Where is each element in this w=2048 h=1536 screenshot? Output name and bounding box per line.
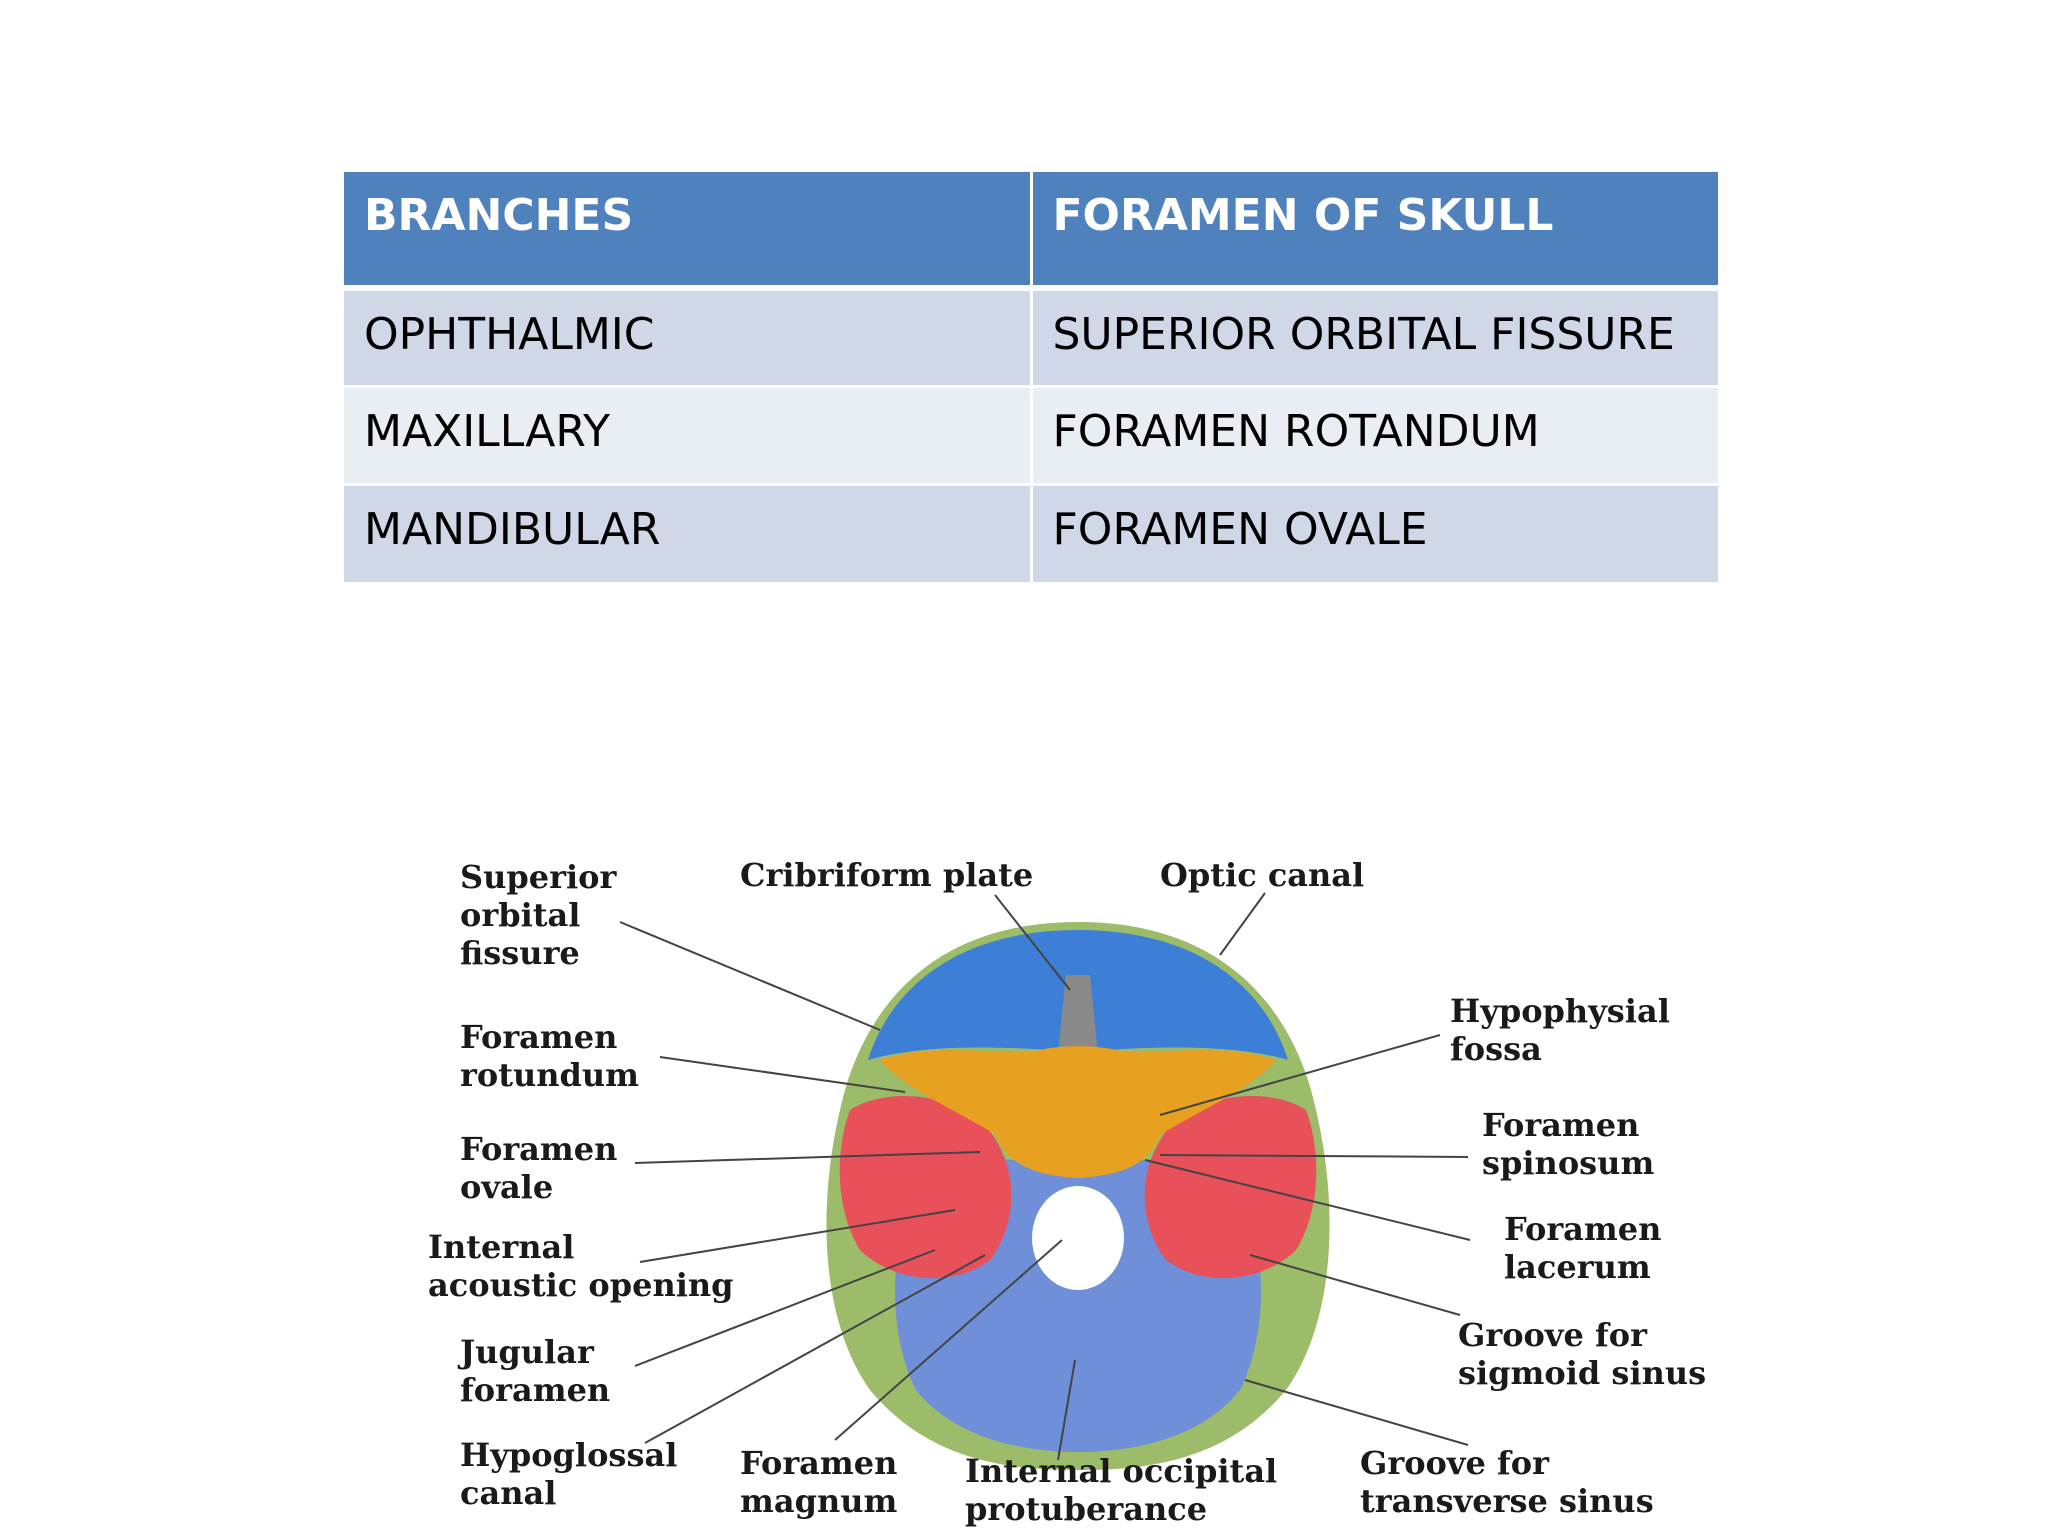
label-line: Hypoglossal bbox=[460, 1436, 677, 1474]
label-line: canal bbox=[460, 1474, 556, 1512]
label-line: acoustic opening bbox=[428, 1266, 734, 1304]
temporal-bone-left bbox=[839, 1096, 1012, 1279]
label-line: fissure bbox=[460, 934, 580, 972]
label-jugular-foramen: Jugular foramen bbox=[457, 1333, 610, 1409]
label-line: Foramen bbox=[460, 1130, 617, 1168]
foramen-magnum-hole bbox=[1032, 1186, 1124, 1290]
leader-optic-canal bbox=[1219, 892, 1266, 956]
label-foramen-magnum: Foramen magnum bbox=[740, 1444, 909, 1520]
label-line: lacerum bbox=[1504, 1248, 1651, 1286]
sphenoid-bone bbox=[880, 1046, 1276, 1178]
label-line: ovale bbox=[460, 1168, 553, 1206]
leader-internal-acoustic-opening bbox=[639, 1209, 956, 1263]
leader-foramen-ovale bbox=[634, 1151, 981, 1164]
label-internal-acoustic-opening: Internal acoustic opening bbox=[428, 1228, 734, 1304]
header-foramen-of-skull: FORAMEN OF SKULL bbox=[1031, 172, 1718, 291]
cell-foramen: FORAMEN ROTANDUM bbox=[1031, 386, 1718, 486]
label-foramen-spinosum: Foramen spinosum bbox=[1482, 1106, 1654, 1182]
leader-groove-transverse-sinus bbox=[1244, 1379, 1469, 1446]
label-superior-orbital-fissure: Superior orbital fissure bbox=[460, 858, 627, 972]
leader-cribriform-plate bbox=[994, 894, 1071, 991]
table-row: MAXILLARY FORAMEN ROTANDUM bbox=[344, 386, 1718, 486]
label-line: Cribriform plate bbox=[740, 856, 1033, 894]
leader-foramen-magnum bbox=[834, 1239, 1063, 1441]
table-row: MANDIBULAR FORAMEN OVALE bbox=[344, 484, 1718, 582]
label-line: fossa bbox=[1450, 1030, 1542, 1068]
label-line: Foramen bbox=[1482, 1106, 1639, 1144]
leader-foramen-lacerum bbox=[1144, 1159, 1471, 1241]
label-optic-canal: Optic canal bbox=[1160, 856, 1364, 894]
leader-superior-orbital-fissure bbox=[619, 921, 881, 1031]
skull-base-illustration bbox=[826, 922, 1330, 1470]
label-line: foramen bbox=[460, 1371, 610, 1409]
cell-branch: OPHTHALMIC bbox=[344, 288, 1033, 388]
label-foramen-lacerum: Foramen lacerum bbox=[1504, 1210, 1673, 1286]
leader-hypoglossal-canal bbox=[644, 1254, 986, 1444]
label-line: Foramen bbox=[460, 1018, 617, 1056]
leader-internal-occipital-protuberance bbox=[1057, 1359, 1076, 1461]
cell-branch: MAXILLARY bbox=[344, 386, 1033, 486]
label-line: magnum bbox=[740, 1482, 898, 1520]
leader-lines bbox=[619, 892, 1471, 1461]
table-header-row: BRANCHES FORAMEN OF SKULL bbox=[344, 172, 1718, 291]
leader-foramen-spinosum bbox=[1159, 1154, 1469, 1158]
label-foramen-ovale: Foramen ovale bbox=[460, 1130, 629, 1206]
label-line: Foramen bbox=[1504, 1210, 1661, 1248]
skull-outer-rim bbox=[826, 922, 1330, 1470]
label-line: orbital bbox=[460, 896, 580, 934]
cell-branch: MANDIBULAR bbox=[344, 484, 1033, 582]
label-line: Internal bbox=[428, 1228, 574, 1266]
label-line: Hypophysial bbox=[1450, 992, 1670, 1030]
label-line: sigmoid sinus bbox=[1458, 1354, 1706, 1392]
label-line: Superior bbox=[460, 858, 617, 896]
label-line: rotundum bbox=[460, 1056, 639, 1094]
label-line: Groove for bbox=[1360, 1444, 1550, 1482]
label-cribriform-plate: Cribriform plate bbox=[740, 856, 1033, 894]
label-groove-transverse-sinus: Groove for transverse sinus bbox=[1360, 1444, 1654, 1520]
label-line: Foramen bbox=[740, 1444, 897, 1482]
label-line: Jugular bbox=[457, 1333, 595, 1371]
cell-foramen: SUPERIOR ORBITAL FISSURE bbox=[1031, 288, 1718, 388]
label-foramen-rotundum: Foramen rotundum bbox=[460, 1018, 639, 1094]
branches-foramen-table: BRANCHES FORAMEN OF SKULL OPHTHALMIC SUP… bbox=[344, 172, 1718, 582]
leader-groove-sigmoid-sinus bbox=[1249, 1254, 1461, 1316]
label-line: transverse sinus bbox=[1360, 1482, 1654, 1520]
label-line: protuberance bbox=[965, 1490, 1207, 1528]
occipital-bone bbox=[895, 1157, 1261, 1452]
label-line: Internal occipital bbox=[965, 1452, 1277, 1490]
leader-foramen-rotundum bbox=[659, 1056, 906, 1093]
anterior-cranial-fossa bbox=[868, 930, 1288, 1060]
table-row: OPHTHALMIC SUPERIOR ORBITAL FISSURE bbox=[344, 288, 1718, 388]
diagram-labels: Superior orbital fissure Cribriform plat… bbox=[428, 856, 1706, 1528]
header-branches: BRANCHES bbox=[344, 172, 1033, 291]
temporal-bone-right bbox=[1144, 1096, 1317, 1279]
label-line: Optic canal bbox=[1160, 856, 1364, 894]
cell-foramen: FORAMEN OVALE bbox=[1031, 484, 1718, 582]
leader-jugular-foramen bbox=[634, 1249, 936, 1367]
label-hypoglossal-canal: Hypoglossal canal bbox=[460, 1436, 688, 1512]
label-line: spinosum bbox=[1482, 1144, 1654, 1182]
label-internal-occipital-protuberance: Internal occipital protuberance bbox=[965, 1452, 1288, 1528]
cribriform-plate-region bbox=[1058, 975, 1098, 1055]
label-hypophysial-fossa: Hypophysial fossa bbox=[1450, 992, 1681, 1068]
label-line: Groove for bbox=[1458, 1316, 1648, 1354]
label-groove-sigmoid-sinus: Groove for sigmoid sinus bbox=[1458, 1316, 1706, 1392]
leader-hypophysial-fossa bbox=[1159, 1034, 1441, 1116]
